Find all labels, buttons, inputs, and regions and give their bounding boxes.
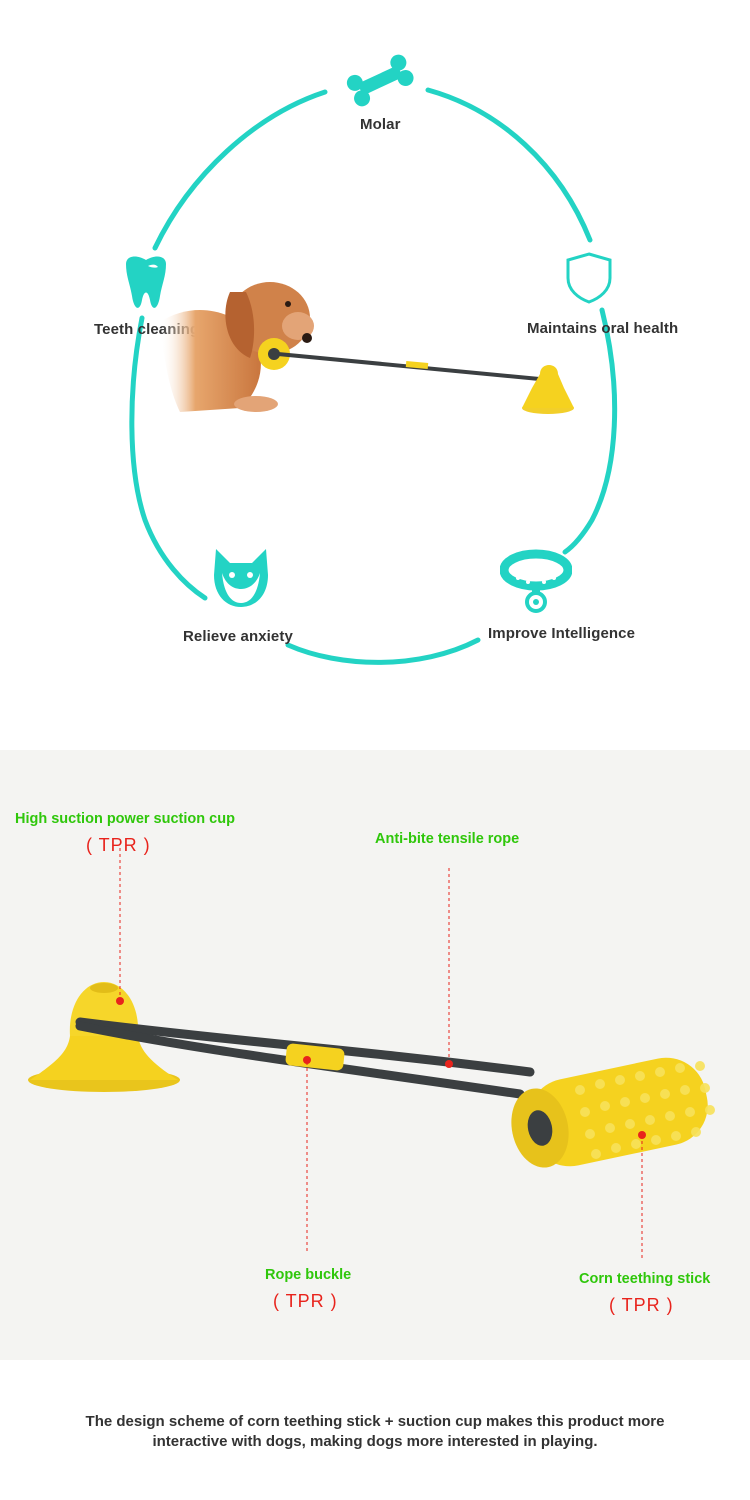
product-illustration — [28, 848, 715, 1258]
product-caption: The design scheme of corn teething stick… — [0, 1412, 750, 1452]
feature-ring — [129, 87, 618, 665]
feature-label-relieve-anxiety: Relieve anxiety — [183, 628, 293, 645]
feature-label-oral-health: Maintains oral health — [527, 320, 679, 337]
label-suction-cup: High suction power suction cup — [15, 811, 235, 827]
bone-icon — [346, 54, 414, 107]
caption-line-2: interactive with dogs, making dogs more … — [152, 1433, 598, 1450]
collar-icon — [500, 549, 572, 613]
caption-line-1: The design scheme of corn teething stick… — [85, 1413, 665, 1430]
feature-label-intelligence: Improve Intelligence — [488, 625, 636, 642]
label-rope-buckle: Rope buckle — [265, 1267, 352, 1283]
material-rope-buckle: ( TPR ) — [273, 1291, 338, 1311]
material-corn-stick: ( TPR ) — [609, 1295, 674, 1315]
material-suction-cup: ( TPR ) — [86, 835, 151, 855]
parts-diagram: High suction power suction cup ( TPR ) A… — [0, 750, 750, 1360]
tooth-icon — [126, 256, 166, 308]
dog-face-icon — [214, 549, 268, 607]
label-rope: Anti-bite tensile rope — [375, 831, 520, 847]
puppy-toy-illustration — [160, 282, 574, 414]
feature-label-molar: Molar — [360, 116, 401, 133]
shield-icon — [566, 252, 612, 304]
label-corn-stick: Corn teething stick — [579, 1271, 711, 1287]
